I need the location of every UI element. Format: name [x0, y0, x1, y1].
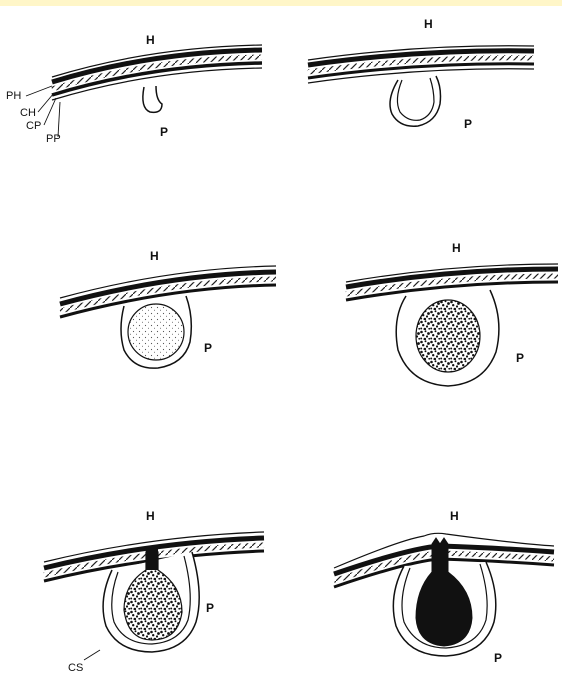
- cs-leader-line: [84, 650, 100, 660]
- cs-label: CS: [68, 662, 83, 674]
- parasite-label: P: [494, 651, 502, 665]
- host-label: H: [452, 241, 461, 255]
- small-invagination: [143, 86, 162, 112]
- ph-label: PH: [6, 90, 21, 102]
- stippled-body: [128, 304, 184, 360]
- host-label: H: [450, 509, 459, 523]
- parasite-label: P: [204, 341, 212, 355]
- host-label: H: [424, 17, 433, 31]
- host-label: H: [146, 33, 155, 47]
- neck-column: [146, 548, 158, 570]
- panel-6-solid-body: H P: [334, 509, 554, 665]
- parasite-label: P: [206, 601, 214, 615]
- panel-2-loop-forming: H P: [308, 17, 534, 131]
- pp-label: PP: [46, 133, 61, 145]
- ch-label: CH: [20, 107, 36, 119]
- parasite-label: P: [160, 125, 168, 139]
- panel-5-body-with-neck: H P CS: [44, 509, 264, 674]
- panel-4-large-body: H P: [346, 241, 558, 386]
- cp-label: CP: [26, 120, 41, 132]
- parasite-label: P: [464, 117, 472, 131]
- parasite-label: P: [516, 351, 524, 365]
- panel-3-small-body: H P: [60, 249, 276, 368]
- host-label: H: [150, 249, 159, 263]
- membrane-layers: [308, 46, 534, 83]
- granular-body: [416, 300, 480, 372]
- panel-1-early-contact: H P PH CH CP PP: [6, 33, 262, 145]
- host-label: H: [146, 509, 155, 523]
